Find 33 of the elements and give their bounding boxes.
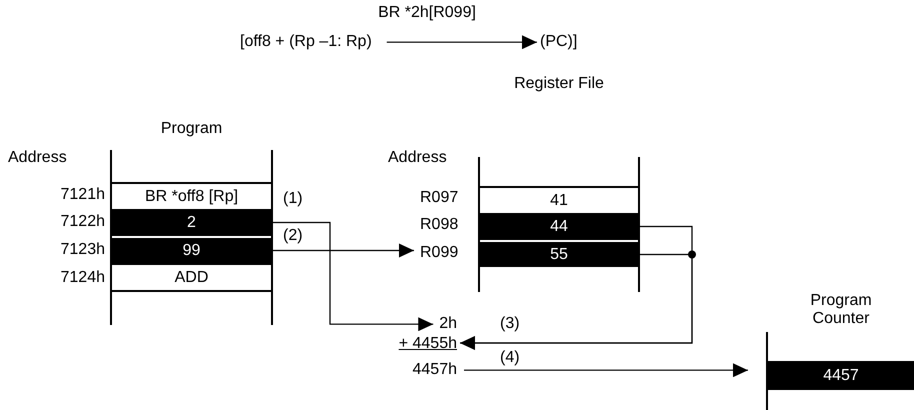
arrow [386,35,537,50]
address-text: 7124h [60,269,105,288]
address-text: 7121h [60,186,105,204]
memory-word: 2 [112,209,271,236]
column-heading: Program [160,120,222,138]
memory-word: 99 [112,238,271,263]
address-text: R098 [420,216,458,234]
memory-word: 4457 [768,361,914,390]
column-heading: Register File [514,75,604,94]
address-text: Address [388,149,447,168]
value-text: 4457h [412,361,457,380]
value-text: (PC)] [540,33,578,52]
value-text: R099 [420,244,458,262]
edge-label: (3) [500,315,520,333]
title: BR *2h[R099] [377,4,477,22]
arrow [271,222,434,332]
edge-label: (4) [500,349,520,367]
memory-word: 44 [480,213,638,240]
value-text: 2h [439,315,457,334]
value-text: + 4455h [398,335,457,354]
value-text: [off8 + (Rp –1: Rp) [240,33,372,52]
address-text: R097 [420,189,458,208]
address-text: 7123h [60,241,105,260]
memory-word: 55 [480,242,638,267]
address-text: 7122h [60,213,105,232]
column-heading: Program Counter [809,292,873,329]
edge-label: (1) [283,190,303,208]
arrow [464,363,748,378]
arrow [271,244,414,258]
memory-word: ADD [112,263,271,292]
arrow [460,254,693,350]
address-text: Address [8,149,67,168]
edge-label: (2) [283,227,303,245]
